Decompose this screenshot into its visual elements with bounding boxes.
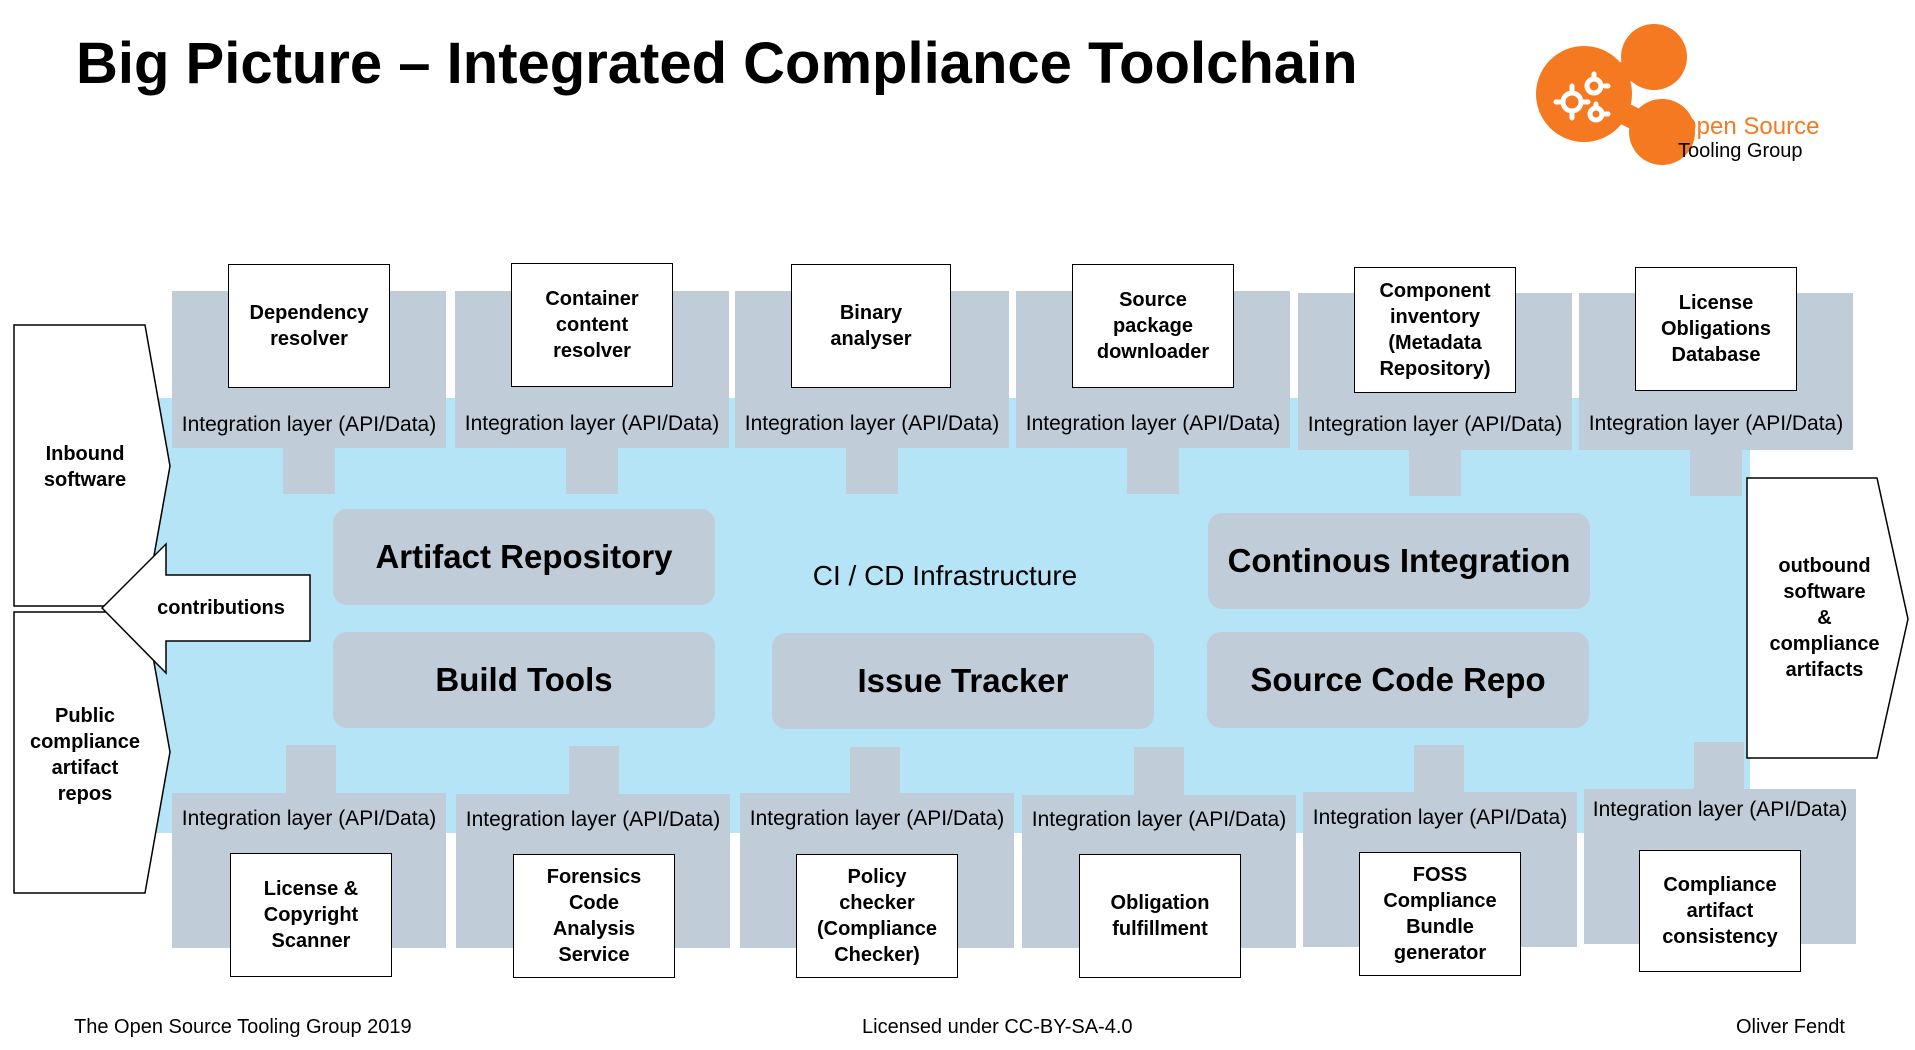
tool-license-copyright-scanner: License & Copyright Scanner: [230, 853, 392, 977]
tool-foss-compliance-bundle-generator: FOSS Compliance Bundle generator: [1359, 852, 1521, 976]
integration-layer-top-2: Integration layer (API/Data): [464, 412, 720, 435]
footer-right: Oliver Fendt: [1736, 1016, 1845, 1038]
core-artifact-repository: Artifact Repository: [333, 509, 715, 605]
tool-dependency-resolver: Dependency resolver: [228, 264, 390, 388]
ci-cd-infrastructure-label: CI / CD Infrastructure: [812, 560, 1078, 591]
integration-layer-top-6: Integration layer (API/Data): [1588, 412, 1844, 435]
open-source-tooling-group-logo: [1536, 24, 1695, 165]
integration-layer-bottom-1: Integration layer (API/Data): [181, 807, 437, 830]
integration-layer-bottom-5: Integration layer (API/Data): [1312, 806, 1568, 829]
ci-cd-infrastructure-area: [155, 398, 1750, 833]
tool-source-package-downloader: Source package downloader: [1072, 264, 1234, 388]
integration-layer-top-5: Integration layer (API/Data): [1307, 413, 1563, 436]
integration-layer-top-1: Integration layer (API/Data): [181, 413, 437, 436]
tool-container-content-resolver: Container content resolver: [511, 263, 673, 387]
tool-license-obligations-database: License Obligations Database: [1635, 267, 1797, 391]
footer-left: The Open Source Tooling Group 2019: [74, 1016, 412, 1038]
footer-center: Licensed under CC-BY-SA-4.0: [862, 1016, 1133, 1038]
contributions-label: contributions: [157, 597, 285, 619]
integration-layer-bottom-2: Integration layer (API/Data): [465, 808, 721, 831]
core-continuous-integration: Continous Integration: [1208, 513, 1590, 609]
tool-forensics-code-analysis: Forensics Code Analysis Service: [513, 854, 675, 978]
tool-component-inventory: Component inventory (Metadata Repository…: [1354, 267, 1516, 393]
inbound-software-label: Inbound software: [43, 443, 127, 491]
integration-layer-bottom-3: Integration layer (API/Data): [749, 807, 1005, 830]
core-build-tools: Build Tools: [333, 632, 715, 728]
tool-compliance-artifact-consistency: Compliance artifact consistency: [1639, 850, 1801, 972]
integration-layer-bottom-6: Integration layer (API/Data): [1592, 798, 1848, 821]
public-compliance-artifact-repos-label: Public compliance artifact repos: [29, 705, 141, 805]
core-issue-tracker: Issue Tracker: [772, 633, 1154, 729]
core-source-code-repo: Source Code Repo: [1207, 632, 1589, 728]
tool-policy-checker: Policy checker (Compliance Checker): [796, 854, 958, 978]
page-title: Big Picture – Integrated Compliance Tool…: [76, 31, 1358, 96]
outbound-software-label: outbound software & compliance artifacts: [1769, 555, 1880, 681]
integration-layer-bottom-4: Integration layer (API/Data): [1031, 808, 1287, 831]
tool-obligation-fulfillment: Obligation fulfillment: [1079, 854, 1241, 978]
integration-layer-top-3: Integration layer (API/Data): [744, 412, 1000, 435]
tool-binary-analyser: Binary analyser: [791, 264, 951, 388]
logo-text-tooling-group: Tooling Group: [1678, 140, 1803, 162]
logo-text-open-source: Open Source: [1678, 113, 1820, 140]
integration-layer-top-4: Integration layer (API/Data): [1025, 412, 1281, 435]
